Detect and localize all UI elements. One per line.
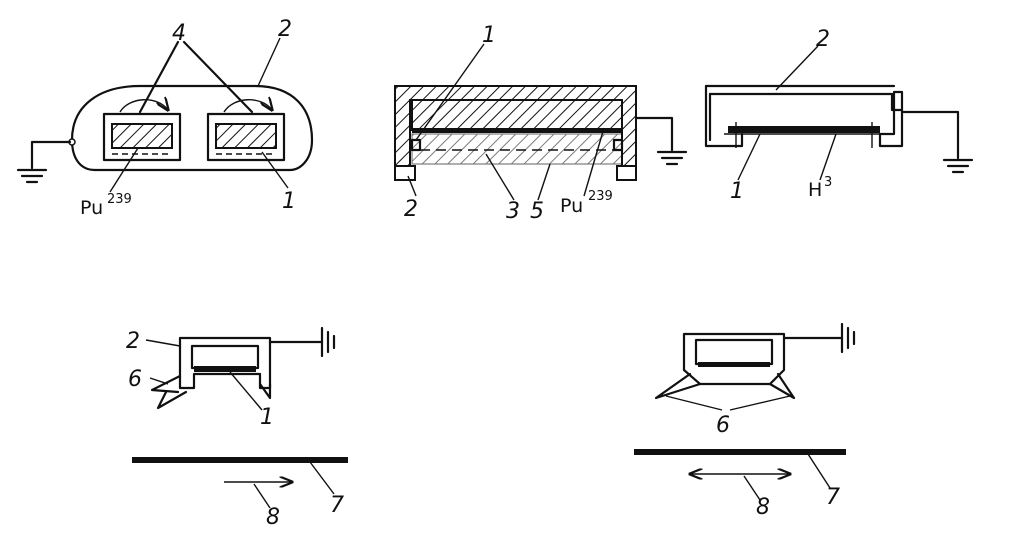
figure-2-cross-section: 1 2 3 5 Pu 239 [395, 23, 686, 224]
leader-7 [310, 462, 334, 494]
ground-symbol-icon [842, 324, 854, 352]
leader-6 [150, 378, 168, 384]
isotope-mass: 239 [107, 192, 132, 207]
label-6: 6 [128, 367, 142, 392]
left-foot [395, 166, 415, 180]
probe-housing [684, 334, 784, 384]
label-1: 1 [482, 23, 496, 48]
ground-symbol-icon [636, 118, 686, 164]
label-7: 7 [826, 485, 840, 510]
probe-source [698, 362, 770, 367]
label-4: 4 [172, 21, 186, 46]
right-wall [710, 92, 902, 146]
figure-1-housing-two-sources: 4 2 1 Pu 239 [18, 17, 312, 219]
label-2: 2 [126, 329, 140, 354]
source-strip [412, 128, 622, 133]
probe-window [192, 346, 258, 368]
label-1: 1 [730, 179, 744, 204]
left-source-pu239 [112, 124, 172, 148]
probe-source [194, 366, 256, 372]
leader-4-right [184, 42, 252, 112]
needle-right [260, 384, 270, 398]
label-3: 3 [506, 199, 520, 224]
isotope-symbol: Pu [80, 197, 103, 219]
label-2: 2 [278, 17, 292, 42]
isotope-symbol: Pu [560, 195, 583, 217]
label-1: 1 [260, 405, 274, 430]
right-source-pu239 [216, 124, 276, 148]
leader-1 [230, 372, 262, 410]
source-holder [412, 100, 622, 130]
figure-4-probe-one-direction: 2 6 1 8 7 [126, 328, 348, 530]
label-6: 6 [716, 413, 730, 438]
label-2: 2 [404, 197, 418, 222]
probe-window [696, 340, 772, 364]
label-7: 7 [330, 493, 344, 518]
isotope-mass: 3 [824, 175, 832, 190]
leader-2 [776, 46, 818, 90]
leader-6-left [666, 396, 722, 410]
leader-h3 [820, 134, 836, 180]
ground-symbol-icon [322, 328, 334, 356]
leader-7 [808, 454, 830, 488]
leader-4-left [140, 42, 178, 112]
label-2: 2 [816, 27, 830, 52]
isotope-symbol: H [808, 179, 822, 201]
label-5: 5 [530, 199, 544, 224]
needle-left-tip [158, 392, 186, 408]
tritium-layer [728, 126, 880, 133]
ground-symbol-icon [18, 139, 75, 182]
leader-2 [258, 38, 280, 86]
figure-3-tritium-source: 2 1 H 3 [706, 27, 972, 204]
label-8: 8 [756, 495, 770, 520]
isotope-mass: 239 [588, 189, 613, 204]
protective-layer [412, 134, 622, 164]
leader-6-right [730, 396, 790, 410]
rotation-arrow-icon [224, 100, 272, 112]
ground-symbol-icon [902, 112, 972, 172]
leader-5 [538, 164, 550, 200]
label-8: 8 [266, 505, 280, 530]
label-1: 1 [282, 189, 296, 214]
leader-2 [146, 340, 180, 346]
right-foot [617, 166, 636, 180]
figure-5-probe-reversible: 6 8 7 [634, 324, 854, 520]
needle-right [770, 374, 794, 398]
